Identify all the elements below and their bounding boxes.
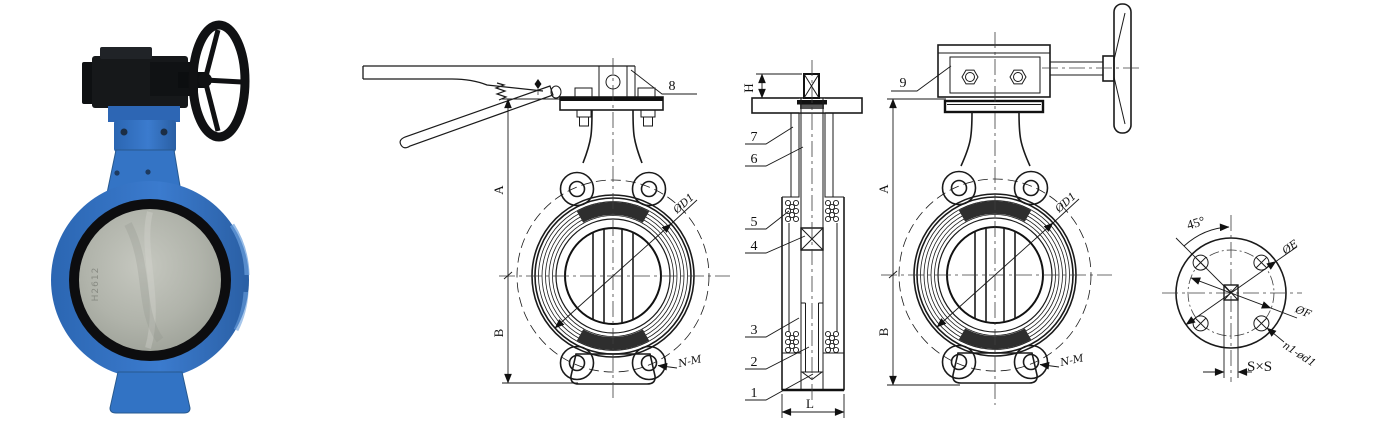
part-number-8: 8 (669, 79, 676, 94)
holes-spec-callout: n1-ød1 (1266, 327, 1318, 370)
gearbox (937, 44, 1051, 98)
valve-foot-photo (109, 371, 191, 414)
dim-label-b: B (491, 328, 506, 337)
part-number-4: 4 (751, 239, 758, 254)
part-9-callout: 9 (891, 65, 952, 92)
top-plate-and-bolts (559, 87, 664, 127)
technical-drawings: 8 A B ØD1 N-M (362, 3, 1318, 418)
holes-spec-label: n1-ød1 (1280, 339, 1317, 369)
part-number-6: 6 (751, 152, 758, 167)
dim-label-l: L (806, 396, 814, 411)
dim-f-callout: ØF (1190, 277, 1314, 321)
dimension-a-b: A B (491, 98, 578, 384)
valve-neck (582, 109, 643, 164)
part-number-9: 9 (900, 76, 907, 91)
product-photo: H2612 (51, 20, 250, 414)
square-spec-callout: S×S (1203, 359, 1272, 376)
part-callouts: 7 6 5 4 3 2 1 (745, 126, 814, 401)
lever-valve-front-view: 8 A B ØD1 N-M (362, 58, 730, 400)
part-number-7: 7 (751, 130, 758, 145)
handwheel-side-view (1042, 3, 1140, 134)
valve-neck (960, 111, 1031, 167)
gear-valve-front-view: 9 A B ØD1 N-M (876, 3, 1140, 405)
square-spec-label: S×S (1247, 359, 1272, 375)
dim-label-h: H (741, 83, 756, 92)
angle-callout: 45° (1175, 213, 1232, 294)
gear-actuator (82, 47, 208, 108)
dimension-l: L (781, 394, 845, 418)
dim-label-b: B (876, 327, 891, 336)
lever-handle (362, 65, 636, 149)
dim-label-a: A (491, 185, 506, 195)
flange-pattern-drawing: 45° ØE ØF n1-ød1 S×S (1162, 213, 1318, 382)
part-number-3: 3 (751, 323, 758, 338)
part-number-5: 5 (751, 215, 758, 230)
dimension-a-b: A B (876, 98, 960, 386)
gearbox-mounting-plate (943, 99, 1045, 114)
part-8-callout: 8 (630, 69, 697, 95)
disc-casting-mark: H2612 (91, 267, 101, 302)
dim-e-label: ØE (1279, 238, 1300, 258)
dim-f-label: ØF (1293, 303, 1314, 321)
bolt-holes-label: N-M (1058, 352, 1085, 369)
part-number-2: 2 (751, 355, 758, 370)
angle-45-label: 45° (1185, 213, 1207, 232)
valve-body-photo: H2612 (51, 181, 250, 379)
dim-label-a: A (876, 184, 891, 194)
section-view-drawing: H (741, 60, 863, 418)
bolt-holes-label: N-M (676, 353, 703, 370)
dimension-h: H (741, 73, 802, 99)
handwheel-icon (188, 20, 250, 142)
part-number-1: 1 (751, 386, 758, 401)
